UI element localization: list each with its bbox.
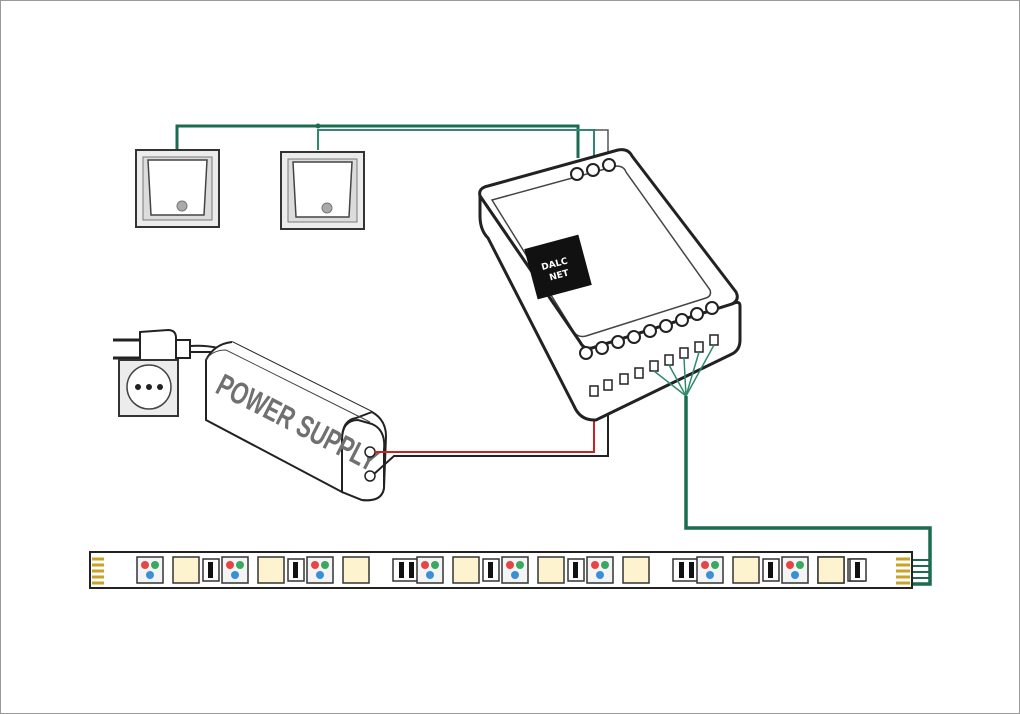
plug-icon	[113, 328, 222, 370]
white-led	[257, 556, 285, 584]
rgb-led-green	[516, 561, 524, 569]
switch2-wire	[317, 129, 595, 158]
white-led	[172, 556, 200, 584]
controller-switch-terminals	[570, 158, 616, 181]
rgb-led-red	[421, 561, 429, 569]
white-led	[342, 556, 370, 584]
rgb-led	[586, 556, 614, 584]
resistor	[768, 562, 773, 578]
rgb-led-green	[796, 561, 804, 569]
rgb-led-red	[506, 561, 514, 569]
rgb-led-blue	[706, 571, 714, 579]
resistor	[399, 562, 404, 578]
data-bus-wire	[684, 396, 932, 586]
wall-switch-1-icon	[135, 149, 220, 228]
rgb-led	[501, 556, 529, 584]
controller-icon: DALC NET	[478, 148, 742, 422]
white-led	[622, 556, 650, 584]
resistor	[208, 562, 213, 578]
controller-output-screws	[579, 301, 719, 360]
resistor	[488, 562, 493, 578]
psu-positive-terminal	[364, 446, 376, 458]
rgb-led-blue	[511, 571, 519, 579]
resistor	[409, 562, 414, 578]
rgb-led	[696, 556, 724, 584]
switch-return-wire	[594, 129, 609, 156]
rgb-led-red	[141, 561, 149, 569]
wall-switch-2-icon	[280, 151, 365, 230]
rgb-led-red	[591, 561, 599, 569]
switch-common-wire	[175, 124, 580, 158]
positive-wire	[374, 390, 595, 453]
rgb-led-red	[226, 561, 234, 569]
rgb-led-blue	[791, 571, 799, 579]
white-led	[817, 556, 845, 584]
rgb-led-blue	[146, 571, 154, 579]
rgb-led-green	[431, 561, 439, 569]
rgb-led-green	[151, 561, 159, 569]
rgb-led-blue	[316, 571, 324, 579]
dalc-net-logo	[524, 234, 592, 300]
resistor	[855, 562, 860, 578]
output-wiring	[653, 344, 932, 586]
white-led	[537, 556, 565, 584]
rgb-led-red	[311, 561, 319, 569]
rgb-led-blue	[426, 571, 434, 579]
resistor	[679, 562, 684, 578]
wall-socket-icon	[118, 359, 179, 417]
rgb-led-blue	[596, 571, 604, 579]
rgb-led-blue	[231, 571, 239, 579]
rgb-led	[306, 556, 334, 584]
rgb-led	[416, 556, 444, 584]
resistor	[293, 562, 298, 578]
led-strip-segments	[136, 556, 867, 584]
negative-wire	[373, 390, 609, 475]
led-strip-icon	[89, 551, 913, 589]
psu-negative-terminal	[364, 470, 376, 482]
strip-right-pins	[896, 557, 910, 585]
white-led	[452, 556, 480, 584]
switch-wiring	[175, 123, 609, 158]
rgb-led	[136, 556, 164, 584]
rgb-led-green	[321, 561, 329, 569]
resistor	[573, 562, 578, 578]
rgb-led-red	[786, 561, 794, 569]
strip-left-pins	[92, 557, 104, 585]
rgb-led-green	[711, 561, 719, 569]
rgb-led-green	[236, 561, 244, 569]
power-supply-icon: POWER SUPPLY	[205, 341, 388, 502]
rgb-led-red	[701, 561, 709, 569]
rgb-led	[781, 556, 809, 584]
rgb-led	[221, 556, 249, 584]
white-led	[732, 556, 760, 584]
resistor	[689, 562, 694, 578]
rgb-led-green	[601, 561, 609, 569]
